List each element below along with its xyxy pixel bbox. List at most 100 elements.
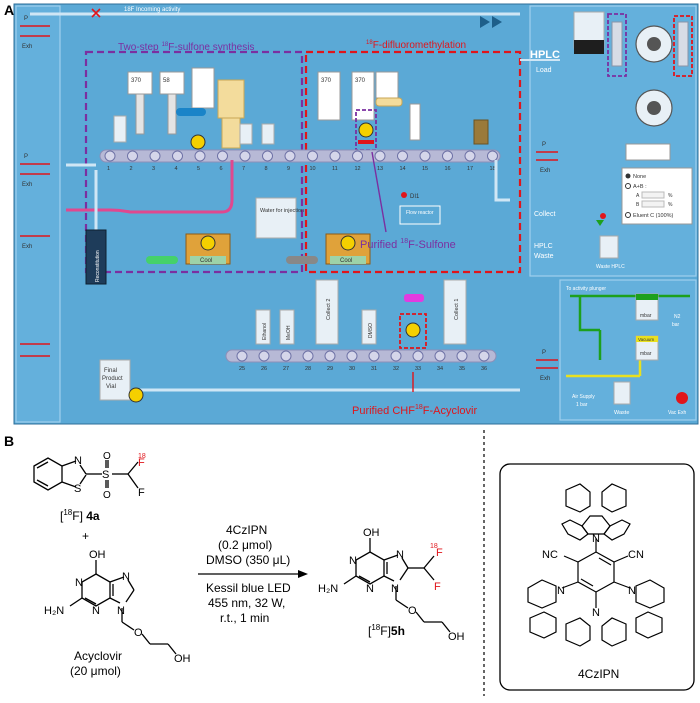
cool-label: Cool	[200, 258, 212, 264]
manifold-valve[interactable]	[149, 150, 161, 162]
manifold-valve[interactable]	[346, 350, 358, 362]
panel-b-letter: B	[4, 433, 14, 449]
benzene-ring	[33, 457, 63, 491]
valve-number: 29	[327, 366, 333, 372]
manifold-valve[interactable]	[368, 350, 380, 362]
brown-cartridge	[473, 119, 489, 145]
valve-number: 13	[377, 166, 383, 172]
hplc-pump	[574, 40, 604, 54]
ch2-o-bond	[395, 599, 409, 609]
manifold-valve[interactable]	[127, 150, 138, 162]
manifold-valve[interactable]	[390, 350, 402, 362]
manifold-valve[interactable]	[456, 350, 468, 362]
manifold-valve[interactable]	[487, 150, 498, 162]
eluent-selection-panel	[621, 167, 693, 225]
hplc-detector-hub	[647, 101, 661, 115]
exhaust-label: Exh	[540, 376, 550, 382]
manifold-valve[interactable]	[280, 350, 292, 362]
pressure-label: P	[24, 16, 28, 22]
mbar-label: mbar	[640, 313, 652, 319]
atom-f: F	[434, 581, 441, 593]
atom-n: N	[628, 585, 636, 597]
manifold-valve[interactable]	[397, 150, 408, 162]
valve-number: 32	[393, 366, 399, 372]
valve-number: 18	[490, 166, 496, 172]
aromatic-bond	[580, 578, 594, 587]
manifold-valve[interactable]	[239, 150, 251, 162]
manifold-valve[interactable]	[412, 350, 424, 362]
ch2-o-bond	[121, 621, 135, 631]
manifold-valve[interactable]	[284, 150, 296, 162]
green-gas-line	[570, 294, 690, 360]
hplc-waste-label-1: HPLC	[534, 243, 553, 250]
product-5h-structure	[343, 538, 451, 633]
atom-h2n: H₂N	[318, 583, 338, 595]
carbazole-ring	[601, 483, 627, 513]
collect-1-label: Collect 1	[454, 299, 460, 320]
di1-indicator	[401, 192, 407, 198]
manifold-valve[interactable]	[478, 350, 490, 362]
manifold-valve[interactable]	[419, 150, 431, 162]
manifold-valve[interactable]	[194, 150, 206, 162]
green-capsule	[146, 256, 178, 264]
hplc-column	[677, 21, 689, 67]
manifold-valve[interactable]	[464, 150, 476, 162]
manifold-valve[interactable]	[374, 150, 386, 162]
vac-exh-label: Vac Exh	[668, 410, 686, 416]
valve-number: 35	[459, 366, 465, 372]
vacuum-pump-icon	[676, 392, 688, 404]
eluent-a-input[interactable]	[641, 191, 665, 199]
reaction-arrowhead	[298, 570, 308, 578]
atom-n: N	[349, 555, 357, 567]
condition-line: 4CzIPN	[226, 523, 267, 537]
gas-valve-icon	[20, 343, 50, 357]
manifold-valve[interactable]	[104, 150, 116, 162]
flow-reactor-box	[399, 205, 441, 225]
manifold-valve[interactable]	[442, 150, 453, 162]
waste-bottle	[613, 381, 631, 405]
ring-bond	[127, 579, 135, 591]
c-f-bond	[423, 567, 435, 581]
eluent-b-input[interactable]	[641, 200, 665, 208]
o-ch2-bond	[141, 633, 151, 645]
manifold-valve[interactable]	[236, 350, 248, 362]
valve-number: 27	[283, 366, 289, 372]
exhaust-label: Exh	[540, 168, 550, 174]
gas-valve-icon	[536, 151, 558, 161]
manifold-valve[interactable]	[324, 350, 336, 362]
meoh-label: MeOH	[286, 325, 292, 340]
syringe-value: 370	[131, 78, 142, 84]
valve-number: 26	[261, 366, 267, 372]
eluent-ab-label: A+B :	[633, 184, 647, 190]
valve-number: 17	[467, 166, 473, 172]
manifold-valve[interactable]	[217, 150, 228, 162]
condition-line: 455 nm, 32 W,	[208, 596, 285, 610]
manifold-valve[interactable]	[262, 150, 273, 162]
valve-number: 6	[220, 166, 223, 172]
syringe-readout	[375, 71, 399, 99]
carbazole-ring	[565, 483, 591, 513]
manifold-valve[interactable]	[258, 350, 270, 362]
incoming-activity-label: 18F Incoming activity	[124, 7, 180, 13]
eluent-radio-ab[interactable]	[625, 183, 631, 189]
manifold-valve[interactable]	[307, 150, 318, 162]
incoming-valve-x-icon	[91, 8, 101, 18]
reconstitution-bottle	[85, 229, 107, 285]
eluent-radio-none[interactable]	[625, 173, 631, 179]
yellow-capsule	[375, 97, 403, 107]
manifold-valve[interactable]	[352, 150, 363, 162]
4czipn-structure	[527, 483, 665, 647]
gas-supply-region	[559, 279, 697, 421]
manifold-valve[interactable]	[329, 150, 341, 162]
manifold-valve[interactable]	[302, 350, 314, 362]
eluent-radio-c[interactable]	[625, 212, 631, 218]
gas-valve-icon	[20, 163, 50, 175]
manifold-valve[interactable]	[172, 150, 183, 162]
manifold-valve[interactable]	[434, 350, 446, 362]
syringe-body	[317, 71, 341, 121]
carbazole-ring	[565, 617, 591, 647]
pressure-label: P	[542, 142, 546, 148]
